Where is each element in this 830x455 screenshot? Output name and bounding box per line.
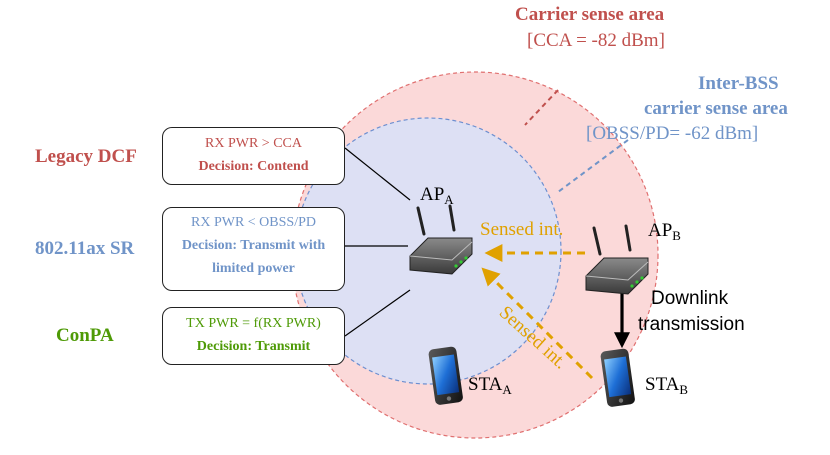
- carrier-area-value: [CCA = -82 dBm]: [527, 30, 665, 51]
- sr-decision-line2: limited power: [212, 261, 295, 276]
- sensed-arrow-diagonal: [481, 267, 594, 380]
- conpa-box: TX PWR = f(RX PWR) Decision: Transmit: [162, 307, 345, 365]
- sta-a-label: STAA: [468, 374, 512, 398]
- conpa-decision: Decision: Transmit: [196, 339, 311, 354]
- legacy-decision: Decision: Contend: [198, 159, 309, 174]
- conpa-rule: TX PWR = f(RX PWR): [186, 316, 321, 331]
- inter-bss-value: [OBSS/PD= -62 dBm]: [586, 123, 759, 144]
- legacy-box: RX PWR > CCA Decision: Contend: [162, 127, 345, 185]
- carrier-area-title: Carrier sense area: [515, 4, 665, 25]
- legacy-rule: RX PWR > CCA: [205, 136, 302, 151]
- router-icon: [409, 204, 473, 275]
- inter-bss-title-line2: carrier sense area: [644, 98, 788, 119]
- downlink-label-line2: transmission: [638, 314, 745, 335]
- scheme-label-sr: 802.11ax SR: [35, 238, 135, 259]
- connector-legacy: [344, 147, 411, 201]
- inter-bss-leader-line: [557, 139, 629, 193]
- router-icon: [585, 224, 649, 295]
- sr-box: RX PWR < OBSS/PD Decision: Transmit with…: [162, 207, 345, 291]
- sr-rule: RX PWR < OBSS/PD: [191, 215, 316, 230]
- scheme-label-conpa: ConPA: [56, 325, 114, 346]
- scheme-label-legacy: Legacy DCF: [35, 146, 137, 167]
- smartphone-icon: [600, 348, 635, 407]
- sta-b-label: STAB: [645, 374, 688, 398]
- smartphone-icon: [428, 346, 463, 405]
- ap-a-label: APA: [420, 184, 454, 208]
- sr-decision-line1: Decision: Transmit with: [181, 238, 326, 253]
- connector-conpa: [344, 289, 411, 337]
- inter-bss-title-line1: Inter-BSS: [698, 73, 779, 94]
- downlink-label-line1: Downlink: [651, 288, 729, 309]
- carrier-leader-line: [524, 89, 559, 126]
- sensed-label-horizontal: Sensed int.: [480, 219, 564, 240]
- ap-b-label: APB: [648, 220, 681, 244]
